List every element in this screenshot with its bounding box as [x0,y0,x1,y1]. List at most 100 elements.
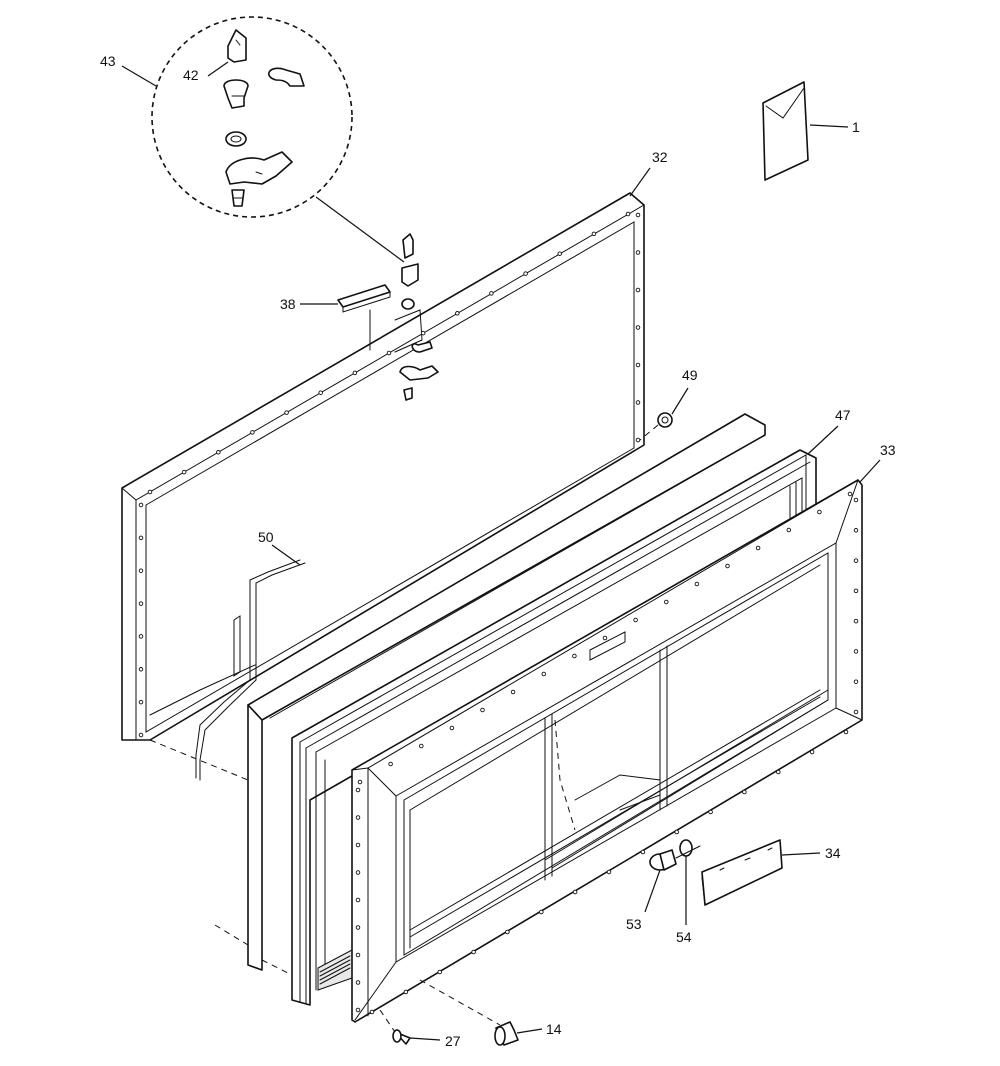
screw-holes [138,211,859,1015]
leader-lines [121,61,881,1041]
callout-32: 32 [652,149,668,165]
part-27-screw [392,1029,411,1045]
callout-27: 27 [445,1033,461,1049]
screw-hole [388,761,393,767]
screw-hole [355,842,361,848]
part-33-liner [351,479,863,1023]
part-53-lock [649,839,701,871]
detail-circle-43 [151,16,405,263]
callout-53: 53 [626,916,642,932]
screw-hole [776,769,781,775]
screw-hole [138,634,144,639]
part-49-washer [639,412,673,441]
screw-hole [572,653,577,659]
screw-hole [694,581,700,587]
screw-hole [591,231,597,237]
screw-hole [505,929,510,935]
callout-42: 42 [183,67,199,83]
screw-hole [419,743,424,749]
part-32-frame [121,192,645,741]
screw-hole [138,502,144,508]
screw-hole [437,969,442,975]
screw-hole [664,599,669,605]
screw-hole [250,430,255,435]
screw-hole [355,815,361,820]
callout-34: 34 [825,845,841,861]
screw-hole [318,390,323,395]
screw-hole [625,211,631,217]
screw-hole [853,588,859,594]
assembly-lines [149,719,576,1033]
manual-icon [762,81,809,181]
screw-hole [635,437,641,443]
screw-hole [853,679,859,684]
screw-hole [539,909,544,915]
screw-hole [420,330,426,336]
screw-hole [138,667,144,672]
screw-hole [633,617,638,623]
screw-hole [403,989,409,995]
screw-hole [674,829,679,835]
screw-hole [635,287,641,293]
callout-1: 1 [852,119,860,135]
screw-hole [480,707,485,713]
callout-43: 43 [100,53,116,69]
screw-hole [817,509,822,515]
screw-hole [755,545,761,551]
screw-hole [742,789,747,795]
screw-hole [138,535,144,541]
screw-hole [572,889,578,895]
screw-hole [355,925,361,930]
callout-38: 38 [280,296,296,312]
screw-hole [853,497,859,503]
screw-hole [606,869,612,875]
screw-hole [635,250,641,255]
screw-hole [355,980,361,985]
screw-hole [853,528,859,533]
screw-hole [355,952,361,958]
callout-14: 14 [546,1021,562,1037]
screw-hole [786,527,792,533]
callout-47: 47 [835,407,851,423]
screw-hole [181,469,187,475]
screw-hole [602,635,608,641]
part-14-clip [494,1021,519,1046]
screw-hole [138,601,144,606]
screw-hole [853,649,859,654]
screw-hole [138,732,144,738]
part-34-handle [701,839,783,906]
screw-hole [708,809,713,815]
screw-hole [725,563,730,569]
screw-hole [355,1007,361,1013]
part-50-wire [149,559,306,781]
screw-hole [847,491,853,497]
screw-hole [369,1009,375,1015]
screw-hole [355,870,361,875]
callout-49: 49 [682,367,698,383]
screw-hole [557,251,562,256]
screw-hole [357,779,363,785]
screw-hole [523,271,528,276]
screw-hole [147,489,153,495]
screw-hole [635,362,641,368]
screw-hole [853,558,859,563]
screw-hole [138,699,144,705]
callout-50: 50 [258,529,274,545]
screw-hole [635,325,641,330]
screw-hole [216,450,221,455]
screw-hole [138,568,144,573]
screw-hole [853,709,859,715]
screw-hole [843,729,849,735]
callout-labels: 1 32 43 42 38 49 47 33 50 34 53 54 14 27 [100,53,896,1049]
screw-hole [541,671,547,677]
screw-hole [640,849,646,855]
screw-hole [386,350,392,356]
screw-hole [510,689,516,695]
screw-hole [853,618,859,624]
screw-hole [635,212,641,218]
screw-hole [489,291,494,296]
screw-hole [809,749,815,755]
screw-hole [635,400,641,405]
screw-hole [455,311,460,316]
screw-hole [355,897,361,903]
